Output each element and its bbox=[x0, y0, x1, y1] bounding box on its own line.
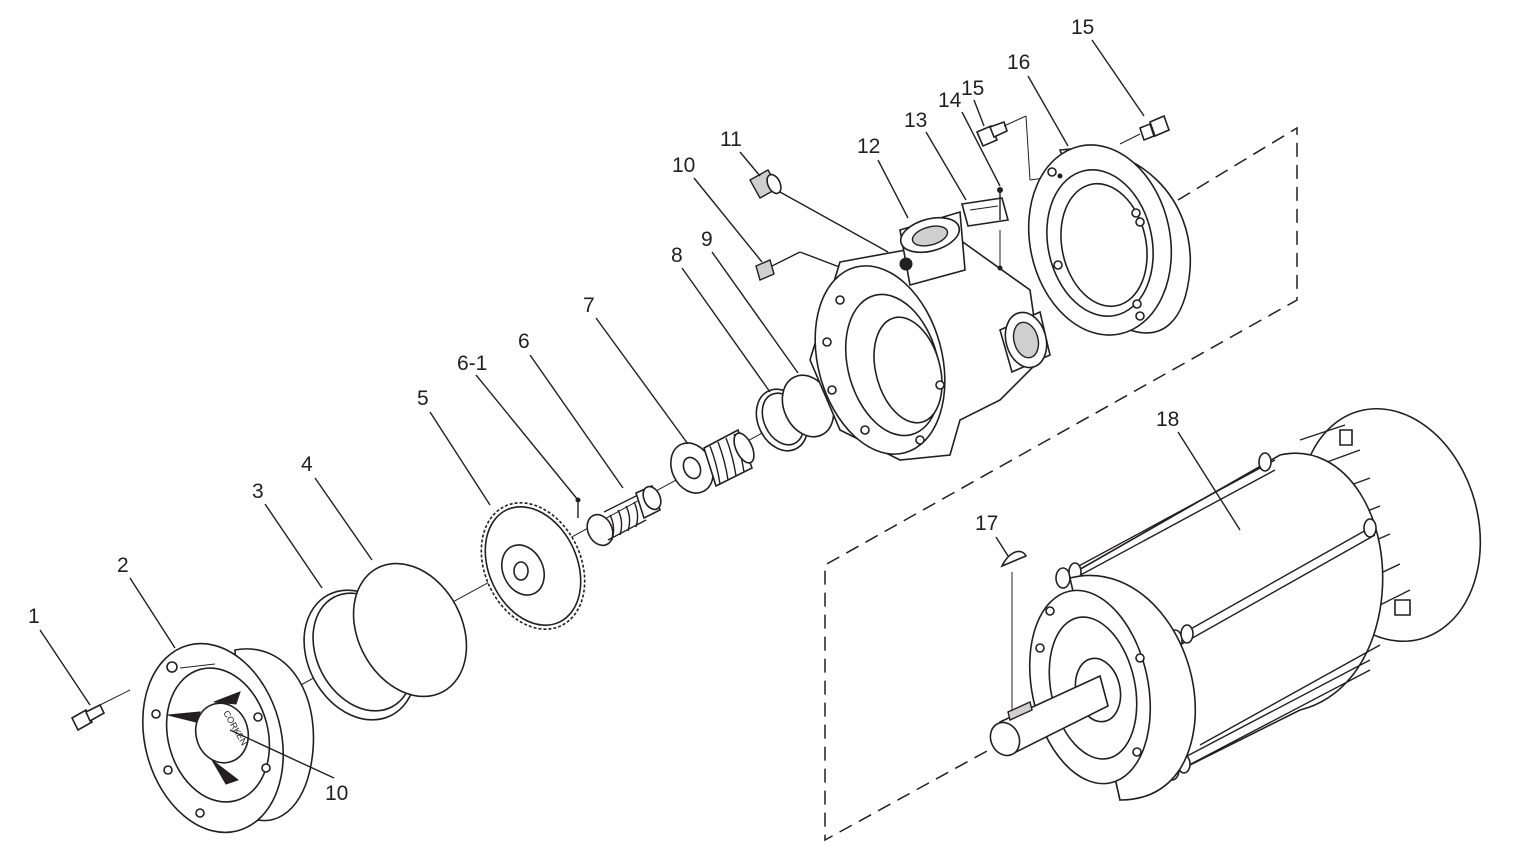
end-cover-part-2: CORKEN bbox=[141, 642, 315, 834]
label-part-10-lower: 10 bbox=[325, 782, 348, 805]
label-part-4: 4 bbox=[301, 453, 313, 476]
label-part-16: 16 bbox=[1007, 51, 1030, 74]
key-part-17 bbox=[1000, 550, 1028, 715]
spring-part-6 bbox=[586, 484, 662, 547]
label-part-13: 13 bbox=[904, 109, 927, 132]
bushing-part-7 bbox=[670, 428, 755, 494]
bolt-part-1 bbox=[70, 689, 131, 732]
adapter-ring-part-16 bbox=[1027, 144, 1192, 336]
leader-lines bbox=[39, 39, 1241, 779]
label-part-6-1: 6-1 bbox=[457, 352, 487, 375]
label-part-6: 6 bbox=[518, 330, 530, 353]
label-part-15-left: 15 bbox=[961, 77, 984, 100]
pump-casing-part-12 bbox=[809, 210, 1051, 461]
bolt-part-15-right bbox=[1119, 114, 1171, 145]
label-part-1: 1 bbox=[28, 605, 40, 628]
part-number-labels: 1 2 3 4 5 6-1 6 7 8 9 10 11 12 13 14 15 … bbox=[28, 16, 1179, 805]
nameplate-part-13 bbox=[960, 197, 1010, 227]
plug-part-11 bbox=[749, 169, 889, 253]
gear-part-5 bbox=[480, 502, 586, 630]
label-part-7: 7 bbox=[583, 294, 595, 317]
bolt-part-15-left bbox=[975, 115, 1061, 181]
label-part-11: 11 bbox=[720, 128, 742, 151]
drive-screw-part-14 bbox=[997, 187, 1003, 271]
label-part-2: 2 bbox=[117, 554, 129, 577]
label-part-10-upper: 10 bbox=[672, 154, 695, 177]
gasket-part-4 bbox=[352, 562, 468, 698]
label-part-9: 9 bbox=[701, 228, 713, 251]
pin-part-6-1 bbox=[575, 497, 581, 518]
label-part-5: 5 bbox=[417, 387, 429, 410]
label-part-18: 18 bbox=[1156, 408, 1179, 431]
label-part-15-right: 15 bbox=[1071, 16, 1094, 39]
motor-group-boundary bbox=[824, 126, 1298, 842]
label-part-17: 17 bbox=[975, 512, 998, 535]
label-part-3: 3 bbox=[252, 480, 264, 503]
motor-part-18 bbox=[989, 407, 1482, 802]
label-part-12: 12 bbox=[857, 135, 880, 158]
label-part-14: 14 bbox=[938, 89, 962, 112]
label-part-8: 8 bbox=[671, 244, 683, 267]
